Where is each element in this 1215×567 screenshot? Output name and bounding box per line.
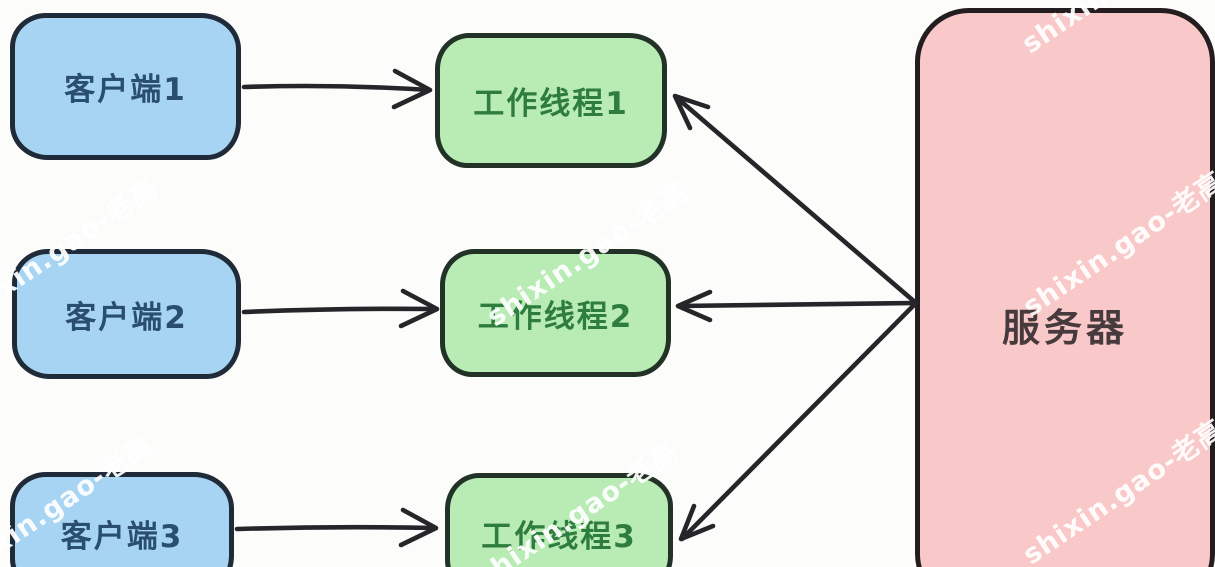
client2-box: 客户端2 [12,249,241,379]
client1-label: 客户端1 [64,72,187,108]
server-box: 服务器 [915,8,1215,567]
arrow-client1-to-worker1 [241,83,432,93]
worker2-box: 工作线程2 [440,249,671,377]
arrowhead-client3-to-worker3 [398,507,439,548]
client2-label: 客户端2 [65,299,188,336]
arrowhead-server-to-worker1 [672,93,711,131]
arrow-server-to-worker2 [676,300,919,309]
client3-label: 客户端3 [60,518,184,555]
arrow-server-to-worker1 [673,94,919,306]
arrow-client2-to-worker2 [241,306,439,315]
worker3-box: 工作线程3 [445,473,673,567]
arrowhead-client1-to-worker1 [391,68,433,110]
arrowhead-server-to-worker3 [678,503,716,542]
arrowhead-server-to-worker2 [675,289,713,323]
worker2-label: 工作线程2 [477,298,634,335]
worker3-label: 工作线程3 [481,519,637,555]
arrow-server-to-worker3 [679,300,919,542]
arrowhead-client2-to-worker2 [398,288,440,329]
client1-box: 客户端1 [10,13,241,160]
worker1-label: 工作线程1 [473,86,629,122]
server-label: 服务器 [1001,306,1128,350]
worker1-box: 工作线程1 [435,33,667,168]
client3-box: 客户端3 [10,472,234,567]
arrow-client3-to-worker3 [234,524,438,532]
